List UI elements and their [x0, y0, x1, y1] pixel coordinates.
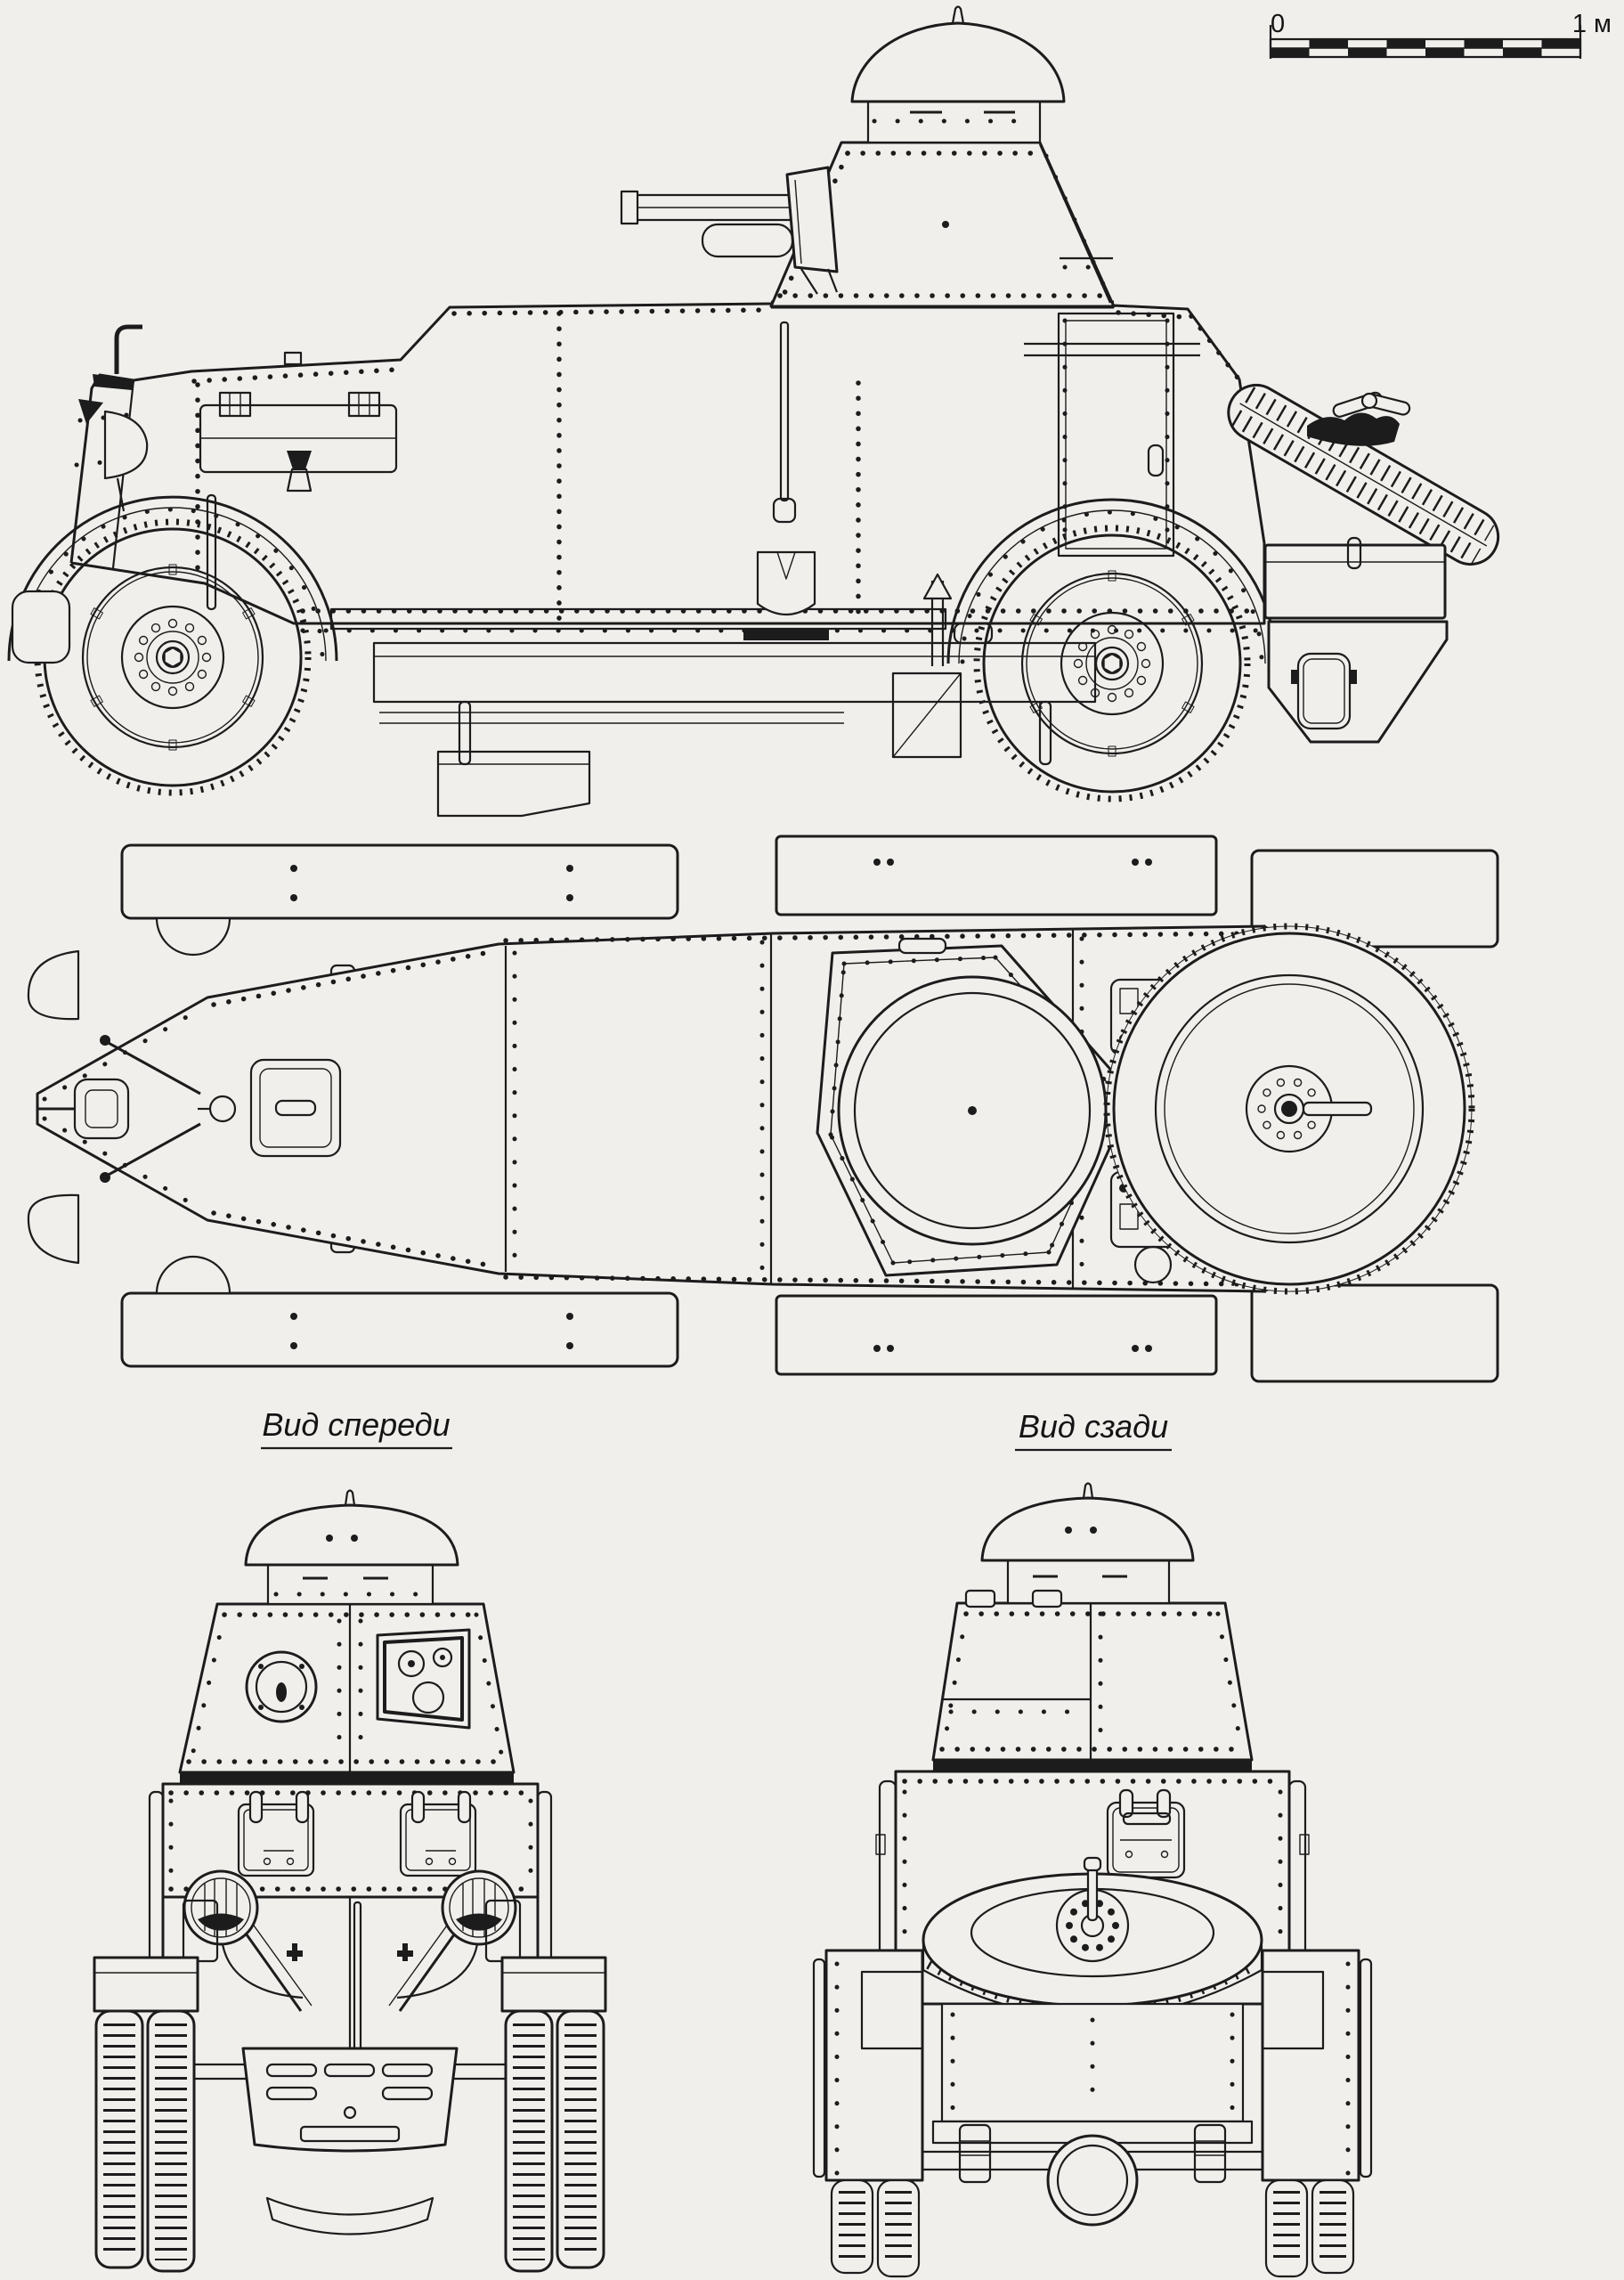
- tool-box: [1263, 536, 1447, 620]
- rear-wheel: [977, 528, 1247, 799]
- hull-side: [69, 300, 1266, 633]
- turret-side: [769, 5, 1116, 308]
- rear-fender: [946, 498, 1278, 664]
- scale-end-label: 1 м: [1572, 10, 1612, 38]
- turret-top: [816, 937, 1135, 1277]
- scale-bar: 0 1 м: [1269, 10, 1612, 59]
- caption-rear-view: Вид сзади: [1019, 1408, 1168, 1445]
- spare-wheel-stowed: [1227, 384, 1500, 566]
- rear-step-rail: [922, 573, 994, 666]
- headlights: [182, 1869, 522, 1999]
- rear-view-drawing: [812, 1482, 1373, 2278]
- spare-wheel-top: [1103, 923, 1475, 1295]
- side-view-drawing: [7, 5, 1500, 818]
- side-door: [1024, 312, 1200, 558]
- front-view-drawing: [93, 1489, 607, 2273]
- front-wheels: [93, 1956, 607, 2273]
- rear-spare-wheel: [922, 1856, 1263, 2018]
- caption-front-view: Вид спереди: [262, 1406, 450, 1443]
- rear-lower: [896, 2002, 1289, 2227]
- front-wheel: [37, 522, 308, 793]
- scale-zero-label: 0: [1271, 10, 1285, 38]
- rear-turret: [931, 1482, 1254, 1771]
- machine-gun: [620, 166, 839, 295]
- front-fender: [7, 495, 947, 664]
- rear-wheels: [812, 1949, 1373, 2278]
- scale-bar-cells: [1271, 39, 1580, 57]
- shovel: [743, 321, 829, 640]
- front-turret: [178, 1489, 516, 1784]
- front-axle-pan: [160, 2047, 540, 2235]
- rear-lower-panel: [1267, 620, 1449, 744]
- top-fenders: [27, 835, 1499, 1383]
- top-view-drawing: [27, 835, 1499, 1383]
- chassis-side: [372, 641, 1097, 818]
